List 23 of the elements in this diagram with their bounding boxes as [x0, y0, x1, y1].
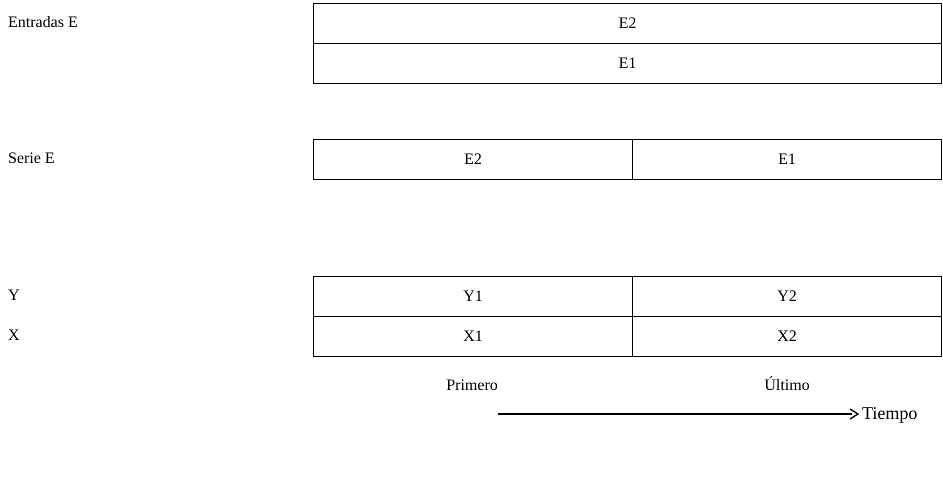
cell-text: E1: [618, 54, 636, 72]
row-label: Entradas E: [8, 14, 78, 32]
cell-text: X2: [777, 328, 797, 346]
cell-text: E1: [778, 150, 796, 168]
row-label: Y: [8, 287, 20, 305]
row-label: Serie E: [8, 150, 55, 168]
cell-text: E2: [464, 150, 482, 168]
table-cell: [313, 276, 633, 317]
cell-text: E2: [618, 14, 636, 32]
table-cell: [313, 316, 633, 357]
column-label: Último: [764, 377, 810, 395]
axis-label: Tiempo: [862, 403, 918, 424]
cell-text: X1: [463, 328, 483, 346]
cell-text: Y1: [463, 288, 483, 306]
table-cell: [632, 276, 942, 317]
table-cell: [313, 139, 633, 180]
table-cell: [632, 139, 942, 180]
table-cell: [313, 3, 942, 44]
row-label: X: [8, 327, 20, 345]
column-label: Primero: [446, 377, 498, 395]
cell-text: Y2: [777, 288, 797, 306]
table-cell: [313, 43, 942, 84]
table-cell: [632, 316, 942, 357]
